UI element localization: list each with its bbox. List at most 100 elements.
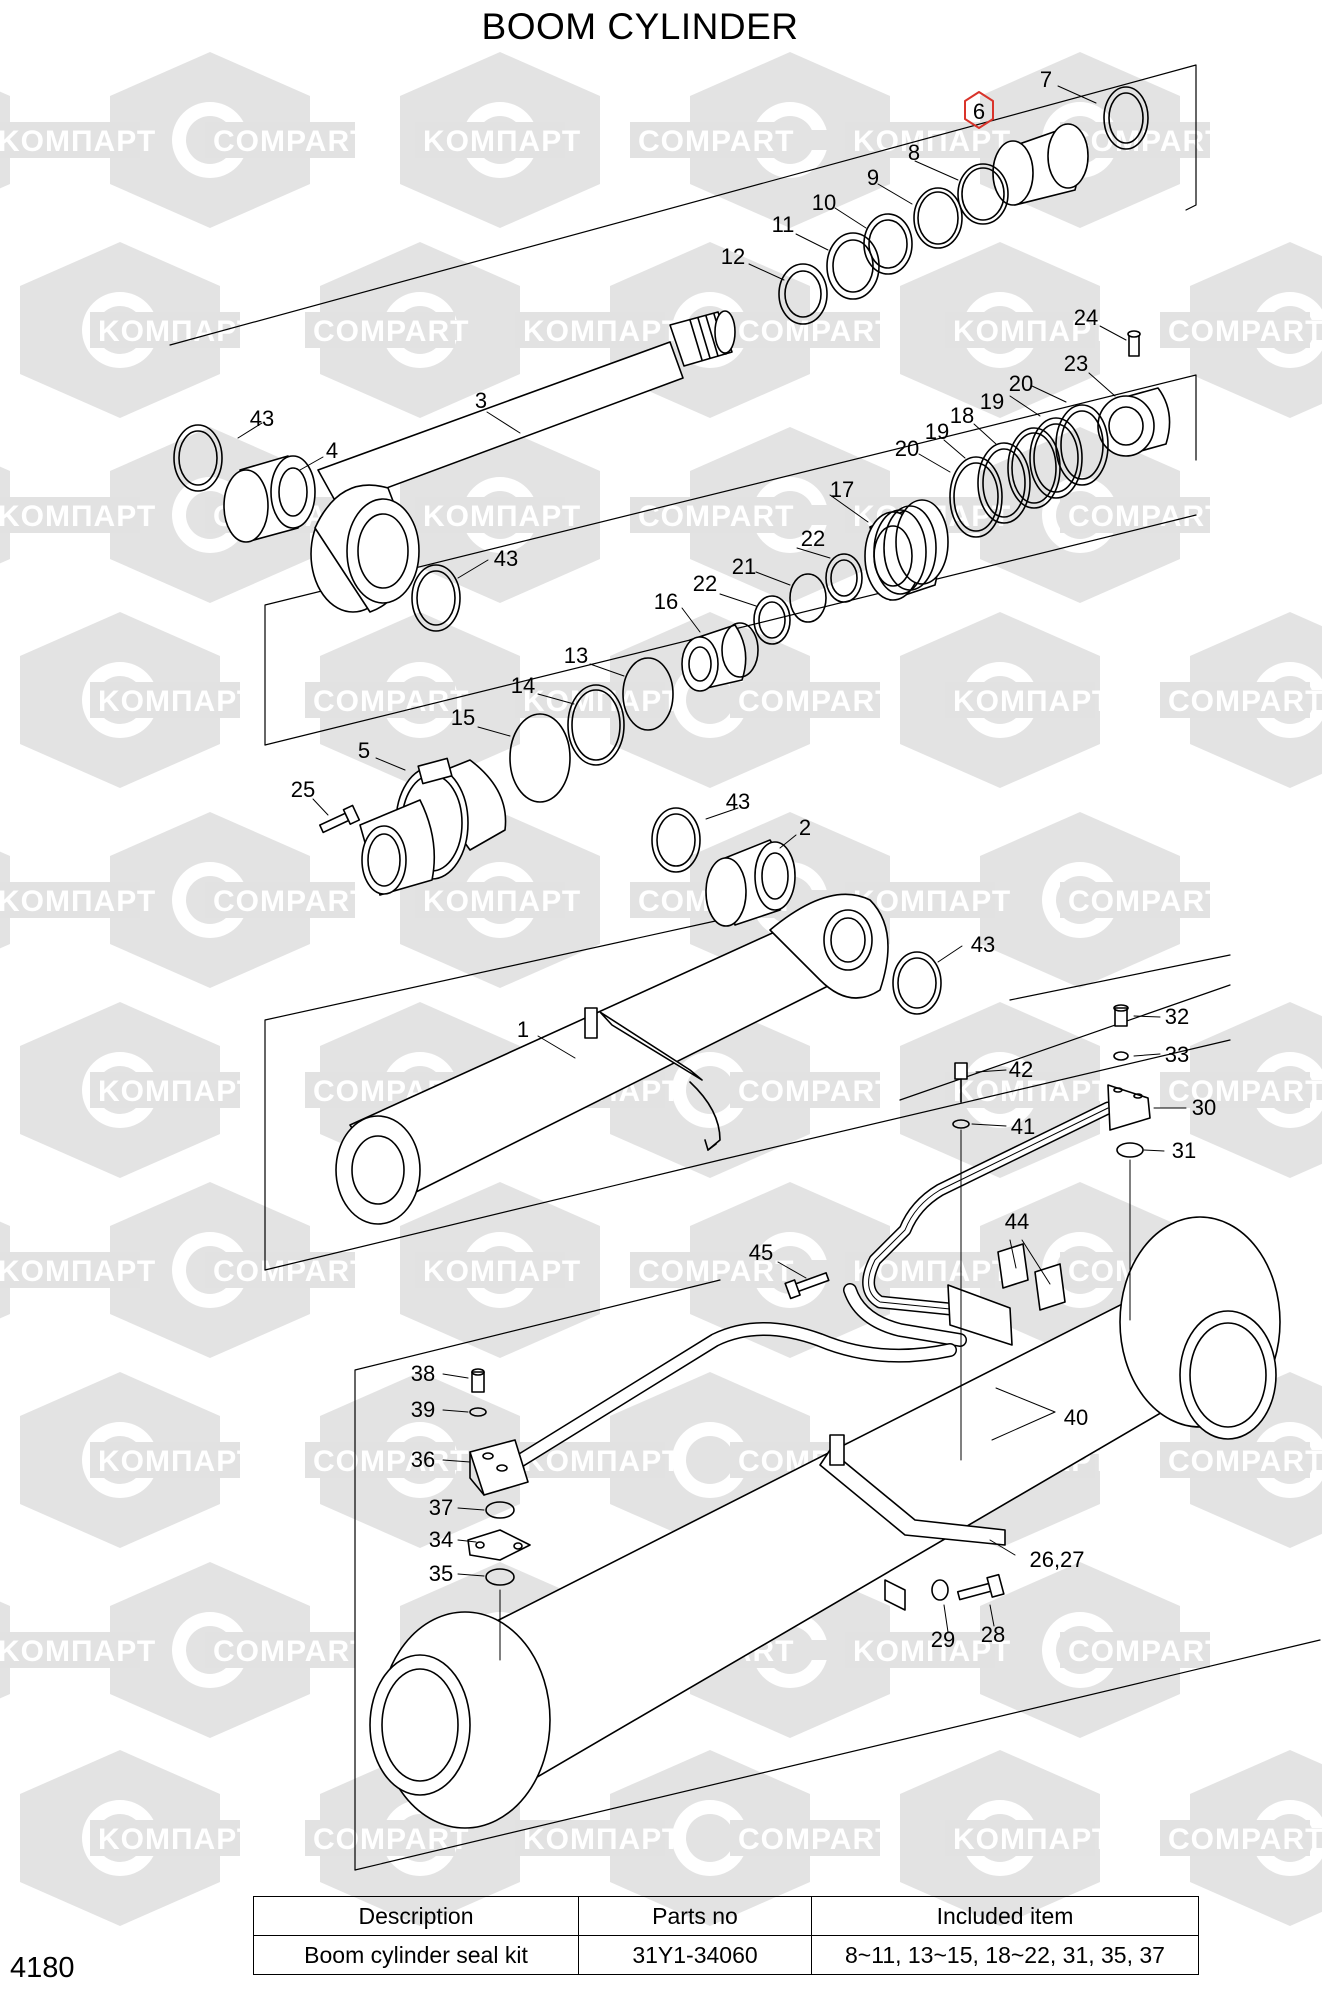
callout-24: 24: [1074, 305, 1098, 330]
watermark-text: KOMПАРТ: [98, 1823, 256, 1856]
callout-16: 16: [654, 589, 678, 614]
watermark-text: KOMПАРТ: [423, 1255, 581, 1288]
callout-10: 10: [812, 190, 836, 215]
watermark-text: COMPART: [1168, 685, 1322, 718]
watermark-band: [415, 497, 565, 533]
callout-36: 36: [411, 1447, 435, 1472]
watermark-band: [305, 312, 455, 348]
watermark-band: [630, 1252, 780, 1288]
callout-25: 25: [291, 777, 315, 802]
watermark-text: KOMПАРТ: [98, 315, 256, 348]
callout-20-upper: 20: [1009, 371, 1033, 396]
table-cell-parts-no: 31Y1-34060: [578, 1935, 812, 1975]
watermark-band: [1160, 1442, 1310, 1478]
table-header-description: Description: [253, 1896, 579, 1936]
callout-7: 7: [1040, 67, 1052, 92]
page-title: BOOM CYLINDER: [481, 6, 799, 47]
callout-34: 34: [429, 1527, 453, 1552]
watermark-text: COMPART: [1068, 1635, 1224, 1668]
watermark-band: [630, 497, 780, 533]
table-header-parts-no: Parts no: [578, 1896, 812, 1936]
watermark-text: KOMПАРТ: [853, 125, 1011, 158]
callout-8: 8: [908, 140, 920, 165]
nut-23-and-setscrew-24: [1097, 330, 1171, 457]
watermark-text: KOMПАРТ: [423, 885, 581, 918]
watermark-text: KOMПАРТ: [423, 500, 581, 533]
watermark-text: KOMПАРТ: [98, 1075, 256, 1108]
head-seals-13-15: [509, 657, 674, 803]
table-cell-description: Boom cylinder seal kit: [253, 1935, 579, 1975]
watermark-text: KOMПАРТ: [0, 125, 156, 158]
watermark-text: KOMПАРТ: [98, 1445, 256, 1478]
callout-45: 45: [749, 1240, 773, 1265]
callout-21: 21: [732, 554, 756, 579]
watermark-text: COMPART: [313, 1445, 469, 1478]
callout-20-lower: 20: [895, 436, 919, 461]
callout-42: 42: [1009, 1057, 1033, 1082]
watermark-band: [415, 882, 565, 918]
watermark-band: [1160, 312, 1310, 348]
part-6-highlight-hexagon: [964, 91, 994, 129]
callout-11: 11: [772, 212, 795, 237]
lower-pipe: [469, 1322, 957, 1496]
watermark-band: [730, 1072, 880, 1108]
watermark-text: COMPART: [213, 1635, 369, 1668]
watermark-text: COMPART: [1168, 1445, 1322, 1478]
callout-18: 18: [950, 403, 974, 428]
watermark-band: [730, 682, 880, 718]
watermark-band: [90, 1442, 240, 1478]
watermark-band: [515, 312, 665, 348]
callout-39: 39: [411, 1397, 435, 1422]
watermark-text: COMPART: [738, 1823, 894, 1856]
callout-37: 37: [429, 1495, 453, 1520]
watermark-text: COMPART: [1168, 315, 1322, 348]
watermark-band: [415, 122, 565, 158]
callout-1: 1: [517, 1017, 529, 1042]
callout-19-upper: 19: [980, 389, 1004, 414]
watermark-band: [205, 1632, 355, 1668]
callout-5: 5: [358, 738, 370, 763]
rod-cover-5: [319, 757, 507, 896]
callout-29: 29: [931, 1627, 955, 1652]
watermark-band: [0, 1632, 140, 1668]
callout-40: 40: [1064, 1405, 1088, 1430]
watermark-band: [90, 1820, 240, 1856]
table-row: Boom cylinder seal kit 31Y1-34060 8~11, …: [253, 1935, 1199, 1975]
callout-35: 35: [429, 1561, 453, 1586]
watermark-text: COMPART: [313, 1823, 469, 1856]
callout-31: 31: [1172, 1138, 1196, 1163]
callout-41: 41: [1011, 1114, 1035, 1139]
watermark-text: KOMПАРТ: [523, 315, 681, 348]
watermark-text: KOMПАРТ: [98, 685, 256, 718]
watermark-band: [305, 1442, 455, 1478]
watermark-text: COMPART: [738, 685, 894, 718]
seal-kit-table: Description Parts no Included item Boom …: [253, 1896, 1199, 1975]
callout-19-lower: 19: [925, 419, 949, 444]
watermark-band: [205, 122, 355, 158]
watermark-text: KOMПАРТ: [0, 1635, 156, 1668]
callout-3: 3: [475, 388, 487, 413]
watermark-band: [205, 1252, 355, 1288]
assembled-cylinder: [369, 1216, 1281, 1829]
watermark-text: KOMПАРТ: [953, 1823, 1111, 1856]
watermark-band: [1060, 497, 1210, 533]
watermark-band: [0, 497, 140, 533]
watermark-band: [515, 682, 665, 718]
callout-30: 30: [1192, 1095, 1216, 1120]
watermark-band: [730, 312, 880, 348]
flange-hardware-34-39: [467, 1368, 531, 1586]
callout-32: 32: [1165, 1004, 1189, 1029]
callout-23: 23: [1064, 351, 1088, 376]
callout-43-rod-right: 43: [494, 546, 518, 571]
cylinder-tube-1: [335, 893, 889, 1225]
upper-pipe: [843, 1084, 1151, 1347]
watermark-text: COMPART: [1068, 500, 1224, 533]
watermark-text: COMPART: [1068, 885, 1224, 918]
callout-44: 44: [1005, 1209, 1029, 1234]
watermark-text: KOMПАРТ: [0, 1255, 156, 1288]
watermark-text: KOMПАРТ: [523, 685, 681, 718]
callout-6: 6: [973, 99, 985, 124]
callout-22-upper: 22: [801, 526, 825, 551]
watermark-text: COMPART: [738, 1075, 894, 1108]
